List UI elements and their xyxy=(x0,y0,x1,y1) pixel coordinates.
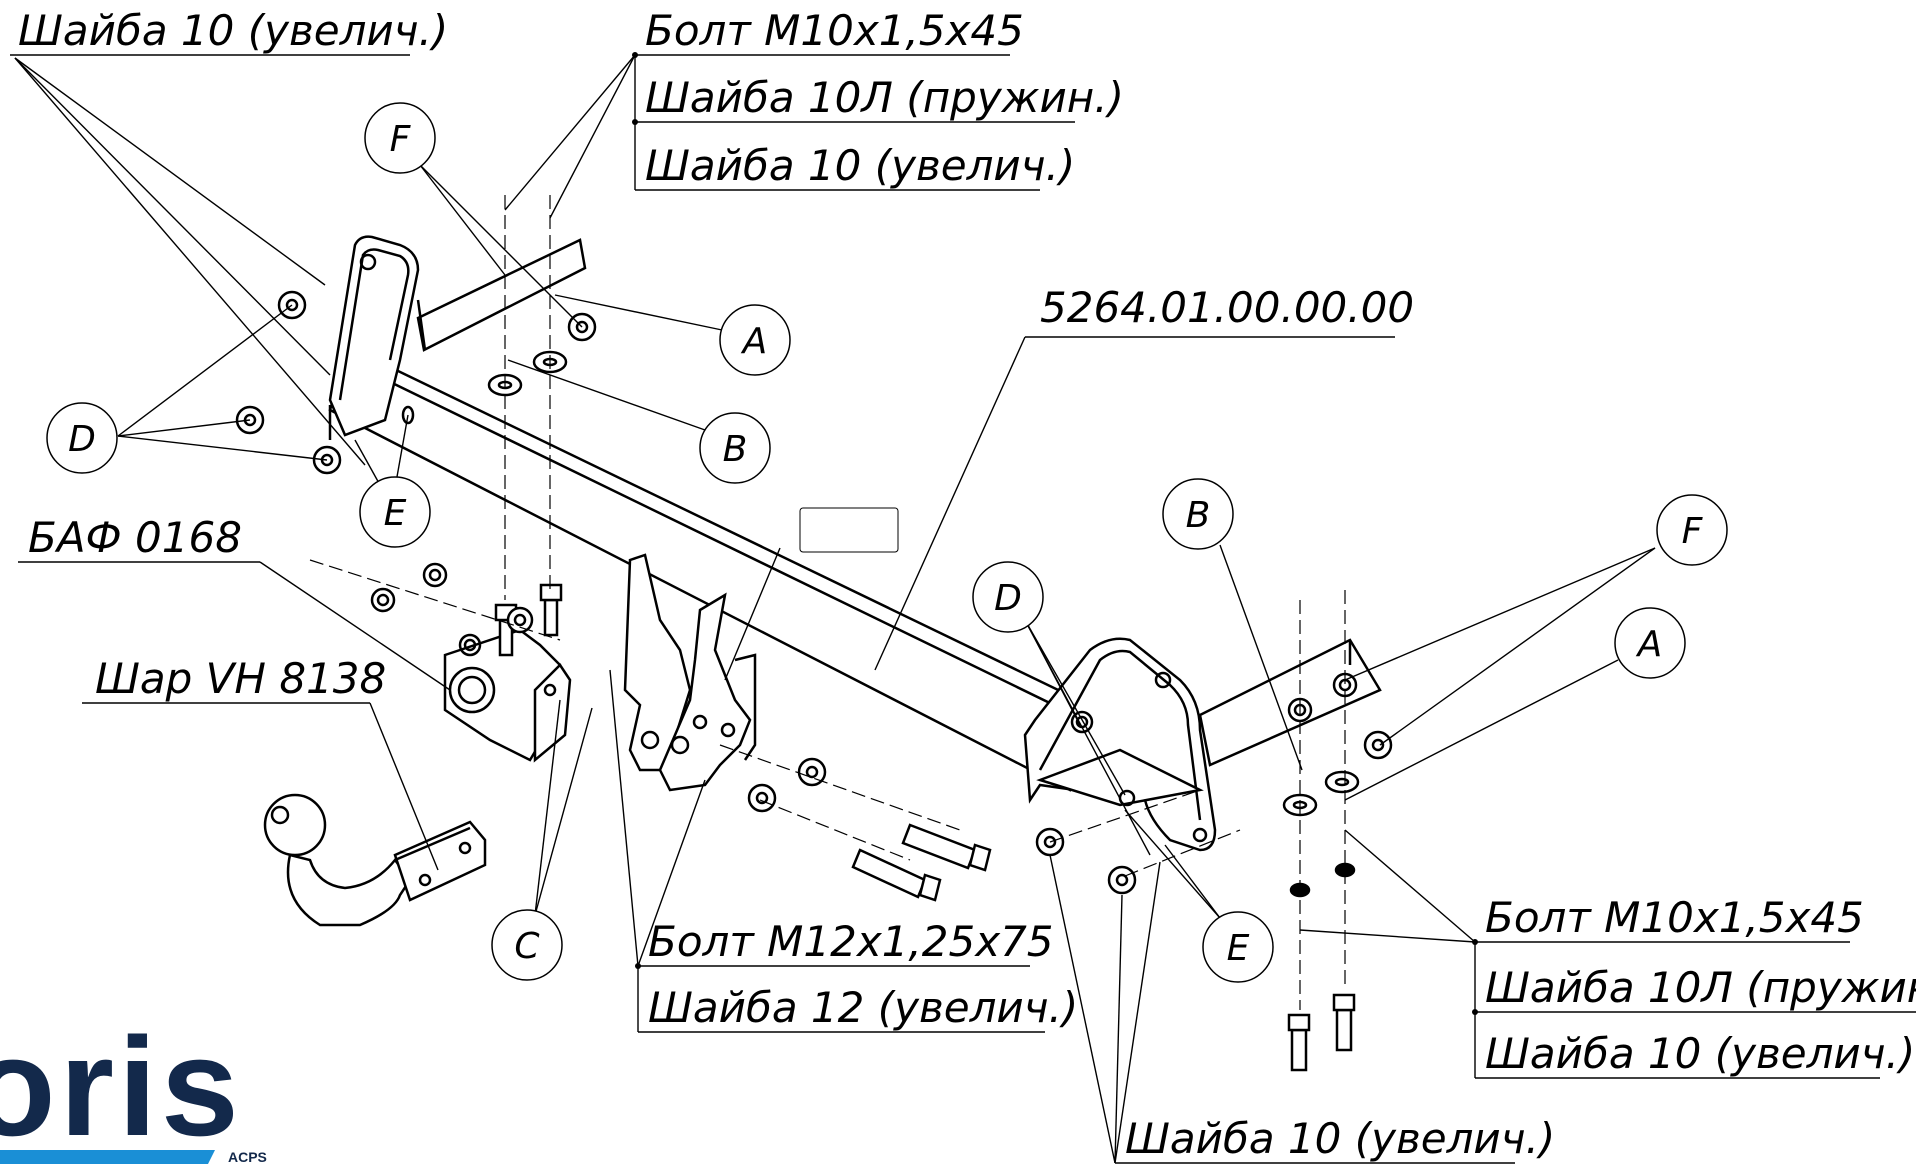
callout-A-left: A xyxy=(741,321,768,362)
socket-bracket xyxy=(443,628,572,763)
washer-9 xyxy=(797,757,827,787)
callout-D-left: D xyxy=(68,419,96,460)
callout-B-right: B xyxy=(1186,495,1211,536)
label-top-bolt: Болт М10х1,5х45 xyxy=(645,6,1024,55)
bolt-m10-left-2 xyxy=(539,583,563,637)
label-part-number: 5264.01.00.00.00 xyxy=(1040,283,1414,332)
callout-E-left: E xyxy=(384,493,407,534)
label-right-washer: Шайба 10 (увелич.) xyxy=(1485,1029,1915,1078)
label-top-left-washer: Шайба 10 (увелич.) xyxy=(18,6,448,55)
label-right-spring-washer: Шайба 10Л (пружин.) xyxy=(1485,963,1916,1012)
assembly-axes xyxy=(309,195,1346,1010)
washer-8 xyxy=(747,783,777,813)
label-top-washer: Шайба 10 (увелич.) xyxy=(645,141,1075,190)
nut-2 xyxy=(422,562,448,588)
tow-ball xyxy=(263,793,487,927)
callout-F-left: F xyxy=(390,119,412,160)
ball-mount-plates xyxy=(623,553,757,792)
label-top-spring-washer: Шайба 10Л (пружин.) xyxy=(645,73,1124,122)
logo-wordmark: oris xyxy=(0,1008,243,1164)
callout-C: C xyxy=(514,926,540,967)
label-right-bolt: Болт М10х1,5х45 xyxy=(1485,893,1864,942)
callout-A-right: A xyxy=(1636,624,1663,665)
bolt-m12-1 xyxy=(901,823,992,872)
label-bottom-washer: Шайба 10 (увелич.) xyxy=(1125,1114,1555,1163)
bolt-m10-right-1 xyxy=(1287,1013,1311,1072)
callout-D-right: D xyxy=(994,578,1022,619)
label-mid-washer: Шайба 12 (увелич.) xyxy=(648,983,1078,1032)
callout-B-left: B xyxy=(723,429,748,470)
left-bracket xyxy=(328,235,420,440)
callout-E-right: E xyxy=(1227,928,1250,969)
callout-circles xyxy=(46,102,1728,983)
oris-logo: oris ACPS xyxy=(0,1008,267,1165)
left-side-arm xyxy=(416,238,587,352)
nut-1 xyxy=(370,587,396,613)
blank-tag xyxy=(799,507,899,553)
washer-7 xyxy=(506,606,534,634)
right-side-arm xyxy=(1198,638,1382,767)
bolt-m12-2 xyxy=(851,848,942,902)
label-mid-bolt: Болт М12х1,25х75 xyxy=(648,917,1054,966)
callout-F-right: F xyxy=(1682,511,1704,552)
logo-subtext: ACPS xyxy=(228,1149,267,1164)
right-bracket xyxy=(1023,637,1217,852)
leader-dots xyxy=(632,52,1478,1015)
washer-11 xyxy=(1107,865,1137,895)
label-baf: БАФ 0168 xyxy=(28,513,242,562)
washer-12 xyxy=(1363,730,1393,760)
washer-14 xyxy=(1324,770,1360,794)
bolt-m10-right-2 xyxy=(1332,993,1356,1052)
label-ball: Шар VH 8138 xyxy=(95,654,386,703)
leader-lines xyxy=(10,54,1916,1164)
